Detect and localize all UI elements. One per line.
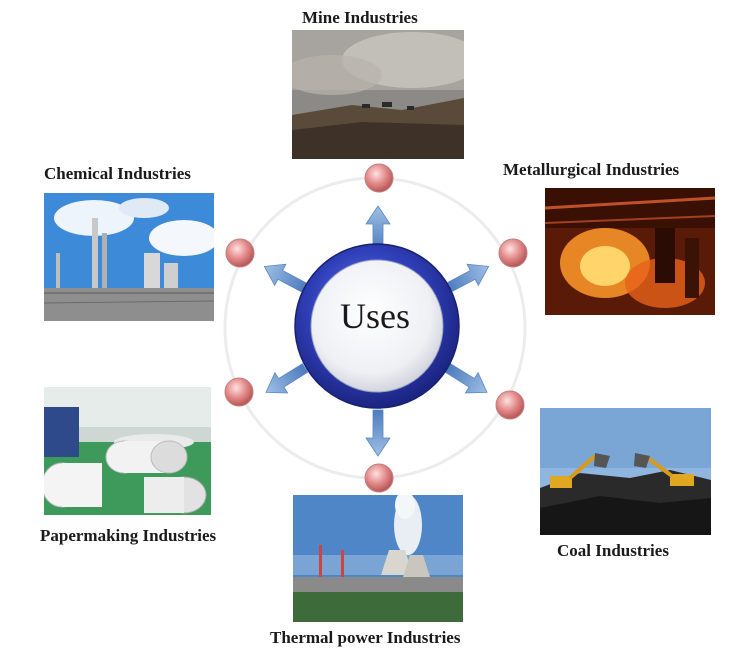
mine-photo xyxy=(292,30,464,159)
node-upper-left xyxy=(225,238,255,268)
label-coal: Coal Industries xyxy=(557,541,669,560)
node-upper-right xyxy=(498,238,528,268)
arrow-lower-left xyxy=(265,363,309,394)
label-papermaking: Papermaking Industries xyxy=(40,526,217,545)
label-metallurgical: Metallurgical Industries xyxy=(503,160,680,179)
coal-photo xyxy=(540,408,711,535)
node-lower-right xyxy=(495,390,525,420)
arrow-upper-left xyxy=(263,263,308,293)
papermaking-photo xyxy=(44,387,211,515)
arrow-upper-right xyxy=(445,263,490,293)
thermal-power-photo xyxy=(293,495,463,622)
node-lower-left xyxy=(224,377,254,407)
center-disc xyxy=(310,259,444,393)
node-bottom xyxy=(364,463,394,493)
label-mine: Mine Industries xyxy=(302,8,418,27)
label-chemical: Chemical Industries xyxy=(44,164,191,183)
arrow-down xyxy=(365,409,391,457)
metallurgical-photo xyxy=(545,188,715,315)
arrow-lower-right xyxy=(444,363,488,394)
center-label: Uses xyxy=(340,296,410,336)
node-top xyxy=(364,163,394,193)
label-thermal-power: Thermal power Industries xyxy=(270,628,461,647)
chemical-photo xyxy=(44,193,214,321)
